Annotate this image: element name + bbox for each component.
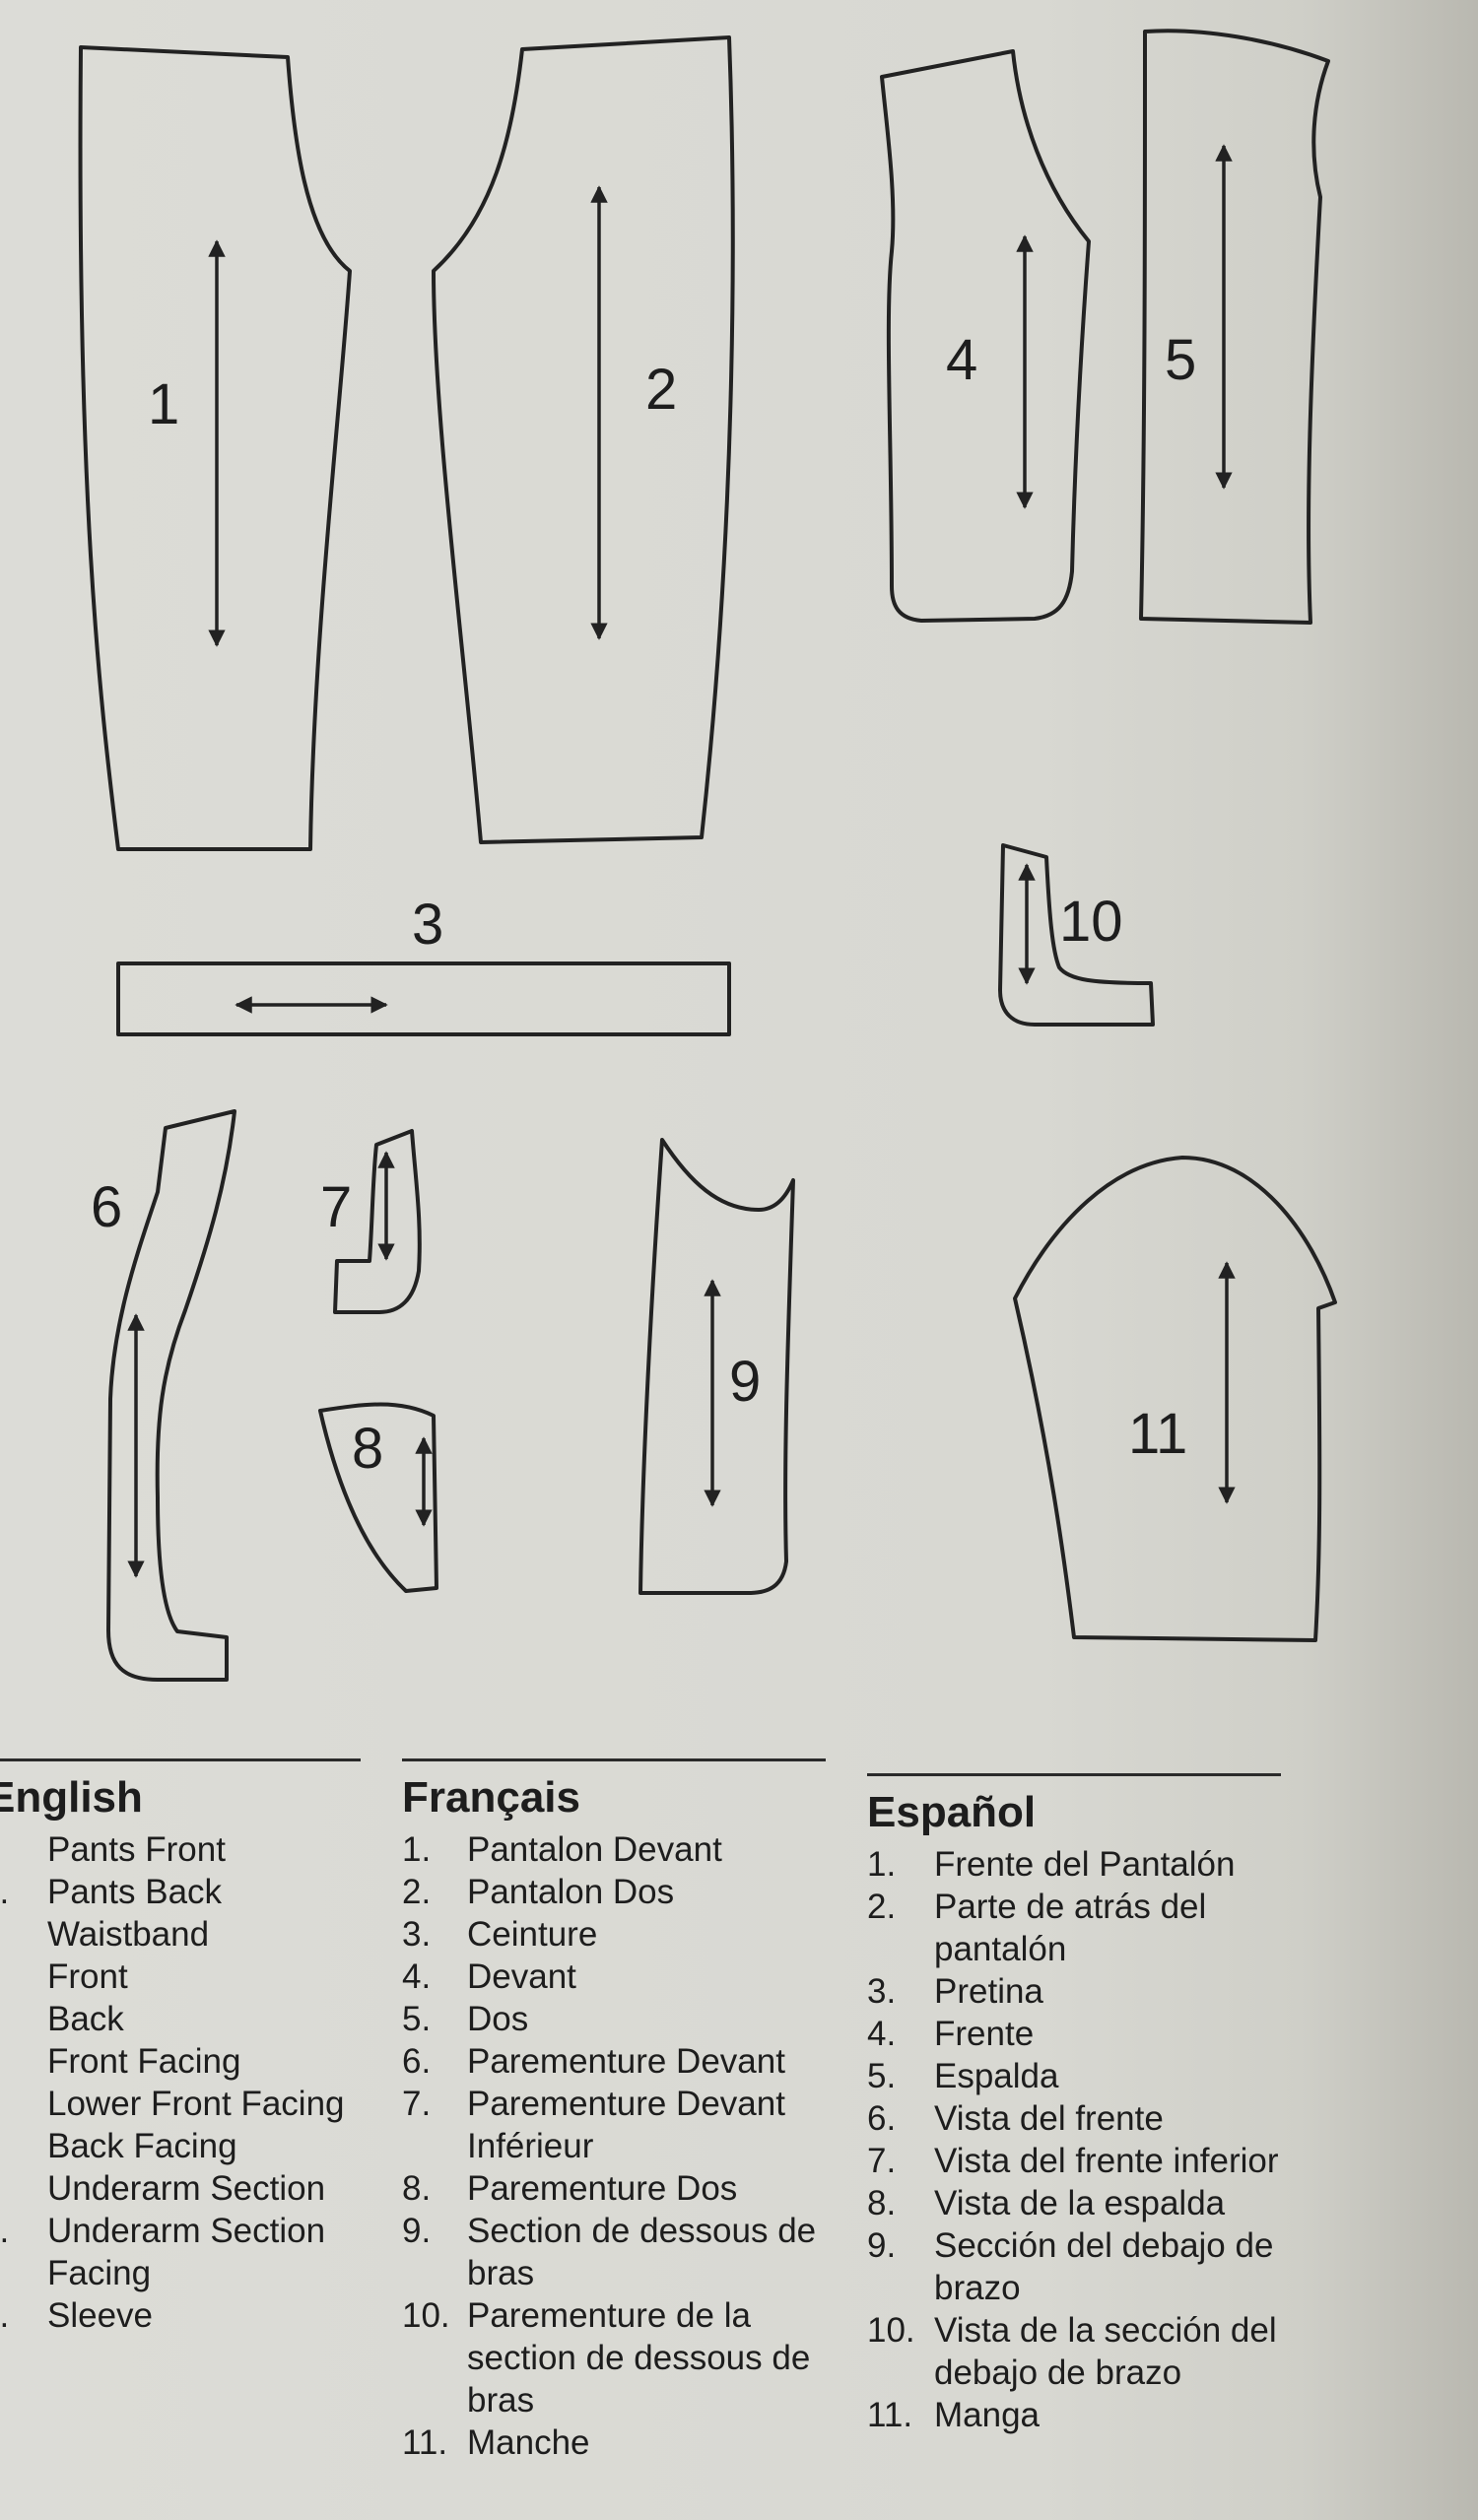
legend-english-item: .Front	[47, 1957, 128, 1997]
legend-espanol-list: 1.Frente del Pantalón 2.Parte de atrás d…	[867, 1843, 1281, 2436]
legend-english-item: 1.Sleeve	[0, 2296, 154, 2336]
legend-espanol: Español 1.Frente del Pantalón 2.Parte de…	[867, 1773, 1281, 2436]
legend-francais-item: 4.Devant	[402, 1957, 576, 1997]
legend-francais-item: 2.Pantalon Dos	[402, 1873, 675, 1912]
piece-5-back: 5	[1139, 29, 1330, 625]
legend-english-item: .Back	[47, 2000, 124, 2039]
piece-2-pants-back: 2	[432, 35, 735, 844]
legend-francais-item: 11.Manche	[402, 2423, 590, 2463]
legend-espanol-rule	[867, 1773, 1281, 1776]
piece-5-outline	[1139, 29, 1330, 625]
piece-11-number: 11	[1128, 1402, 1187, 1466]
legend-francais-item: 10.Parementure de la section de dessous …	[402, 2296, 811, 2421]
legend-francais-item: 5.Dos	[402, 2000, 529, 2039]
legend-espanol-item: 1.Frente del Pantalón	[867, 1845, 1236, 1885]
legend-english-item: .Lower Front Facing	[47, 2085, 345, 2124]
legend-francais-item: 6.Parementure Devant	[402, 2042, 785, 2082]
piece-7-outline	[333, 1129, 422, 1314]
legend-english-item: 0.Underarm Section Facing	[0, 2212, 326, 2293]
piece-8-number: 8	[352, 1417, 383, 1481]
legend-espanol-item: 5.Espalda	[867, 2057, 1059, 2096]
piece-7-number: 7	[320, 1175, 352, 1239]
legend-francais-heading: Français	[402, 1773, 580, 1822]
legend-francais-item: 1.Pantalon Devant	[402, 1830, 722, 1870]
piece-3-outline	[116, 962, 731, 1036]
legend-english-item: 2.Pants Back	[0, 1873, 223, 1912]
legend-english-heading: English	[0, 1773, 143, 1822]
piece-7-lower-front-facing: 7	[320, 1129, 422, 1314]
piece-10-number: 10	[1059, 890, 1123, 954]
legend-espanol-item: 8.Vista de la espalda	[867, 2184, 1226, 2223]
piece-1-pants-front: 1	[78, 45, 352, 851]
legend-francais-item: 3.Ceinture	[402, 1915, 598, 1955]
legend-francais-rule	[402, 1758, 826, 1761]
legend-english: English .Pants Front 2.Pants Back .Waist…	[0, 1758, 361, 2337]
legend-english-item: .Back Facing	[47, 2127, 237, 2166]
piece-11-sleeve: 11	[1013, 1156, 1337, 1642]
legend-francais-list: 1.Pantalon Devant 2.Pantalon Dos 3.Ceint…	[402, 1828, 826, 2464]
legend-francais: Français 1.Pantalon Devant 2.Pantalon Do…	[402, 1758, 826, 2464]
piece-11-outline	[1013, 1156, 1337, 1642]
legend-english-item: .Front Facing	[47, 2042, 241, 2082]
piece-2-number: 2	[645, 358, 677, 422]
legend-espanol-item: 3.Pretina	[867, 1972, 1043, 2012]
legend-espanol-heading: Español	[867, 1788, 1037, 1836]
piece-4-outline	[880, 49, 1091, 623]
legend-espanol-item: 4.Frente	[867, 2015, 1035, 2054]
legend-espanol-item: 7.Vista del frente inferior	[867, 2142, 1279, 2181]
piece-10-outline	[998, 843, 1155, 1027]
piece-8-back-facing: 8	[318, 1402, 438, 1593]
piece-3-waistband: 3	[116, 893, 731, 1036]
legend-english-item: .Pants Front	[47, 1830, 226, 1870]
piece-2-outline	[432, 35, 735, 844]
piece-6-number: 6	[91, 1175, 122, 1239]
legend-espanol-item: 2.Parte de atrás del pantalón	[867, 1888, 1207, 1969]
legend-francais-item: 7.Parementure Devant Inférieur	[402, 2085, 785, 2166]
piece-8-outline	[318, 1402, 438, 1593]
piece-9-number: 9	[729, 1350, 761, 1414]
legend-espanol-item: 9.Sección del debajo de brazo	[867, 2226, 1274, 2308]
piece-10-underarm-section-facing: 10	[998, 843, 1155, 1027]
piece-6-front-facing: 6	[91, 1109, 236, 1682]
legend-espanol-item: 6.Vista del frente	[867, 2099, 1164, 2139]
piece-3-number: 3	[412, 893, 443, 957]
legend-english-rule	[0, 1758, 361, 1761]
pattern-pieces-diagram: 1 2 3 4	[78, 29, 1337, 1682]
piece-1-number: 1	[148, 372, 179, 436]
legend-francais-item: 8.Parementure Dos	[402, 2169, 738, 2209]
legend-english-item: .Waistband	[47, 1915, 210, 1955]
piece-9-underarm-section: 9	[638, 1138, 795, 1595]
legend-francais-item: 9.Section de dessous de bras	[402, 2212, 817, 2293]
piece-4-front: 4	[880, 49, 1091, 623]
piece-1-outline	[78, 45, 352, 851]
legend-english-item: .Underarm Section	[47, 2169, 326, 2209]
piece-4-number: 4	[946, 328, 977, 392]
legend-espanol-item: 11.Manga	[867, 2396, 1041, 2435]
legend-english-list: .Pants Front 2.Pants Back .Waistband .Fr…	[0, 1828, 361, 2337]
legend-espanol-item: 10.Vista de la sección del debajo de bra…	[867, 2311, 1277, 2393]
piece-9-outline	[638, 1138, 795, 1595]
piece-6-outline	[106, 1109, 236, 1682]
piece-5-number: 5	[1165, 328, 1196, 392]
